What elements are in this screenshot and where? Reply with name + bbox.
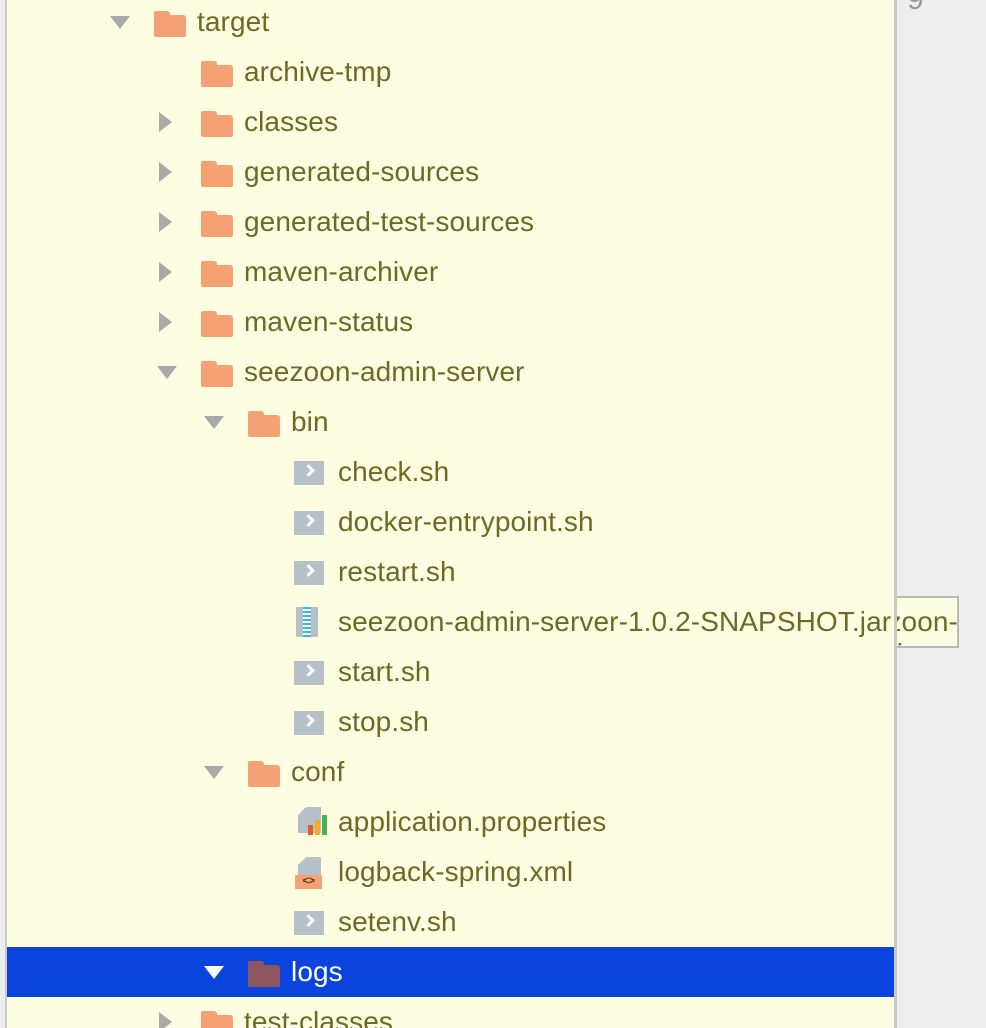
folder-icon — [200, 105, 234, 139]
tree-row-label: generated-sources — [244, 156, 480, 187]
jar-name-overflow-tooltip: seezoon-admin-server-1.0.2-SNAPSHOT.jar — [897, 596, 959, 648]
chevron-down-icon[interactable] — [107, 0, 133, 47]
shell-script-icon — [294, 707, 324, 737]
tree-row-label: restart.sh — [338, 556, 456, 587]
tree-row-label: generated-test-sources — [244, 206, 535, 237]
tree-row-label: start.sh — [338, 656, 431, 687]
tree-row[interactable]: test-classes — [7, 997, 894, 1028]
jar-name-overflow-text: seezoon-admin-server-1.0.2-SNAPSHOT.jar — [897, 606, 958, 646]
tree-row[interactable]: archive-tmp — [7, 47, 894, 97]
twisty-placeholder — [248, 597, 274, 647]
chevron-right-icon[interactable] — [154, 97, 180, 147]
tree-row[interactable]: seezoon-admin-server-1.0.2-SNAPSHOT.jar — [7, 597, 894, 647]
twisty-placeholder — [248, 497, 274, 547]
tree-row-label: stop.sh — [338, 706, 429, 737]
folder-icon — [200, 305, 234, 339]
chevron-right-icon[interactable] — [154, 247, 180, 297]
tree-row[interactable]: check.sh — [7, 447, 894, 497]
twisty-placeholder — [248, 847, 274, 897]
tree-row[interactable]: maven-archiver — [7, 247, 894, 297]
folder-icon — [200, 255, 234, 289]
tree-row-label: archive-tmp — [244, 56, 392, 87]
tree-row-label: bin — [291, 406, 329, 437]
twisty-placeholder — [248, 647, 274, 697]
chevron-down-icon[interactable] — [154, 347, 180, 397]
tree-row-label: classes — [244, 106, 339, 137]
tree-row[interactable]: maven-status — [7, 297, 894, 347]
chevron-down-icon[interactable] — [201, 747, 227, 797]
tree-row[interactable]: seezoon-admin-server — [7, 347, 894, 397]
tree-row[interactable]: bin — [7, 397, 894, 447]
tree-row-label: conf — [291, 756, 345, 787]
tree-row[interactable]: logs — [7, 947, 894, 997]
tree-row-label: docker-entrypoint.sh — [338, 506, 594, 537]
chevron-right-icon[interactable] — [154, 297, 180, 347]
shell-script-icon — [294, 457, 324, 487]
chevron-right-icon[interactable] — [154, 147, 180, 197]
tree-row-label: seezoon-admin-server — [244, 356, 525, 387]
project-file-tree[interactable]: target archive-tmp classes generated-source… — [7, 0, 894, 1028]
folder-icon — [200, 205, 234, 239]
folder-icon — [200, 55, 234, 89]
tree-row-label: setenv.sh — [338, 906, 457, 937]
chevron-down-icon[interactable] — [201, 397, 227, 447]
shell-script-icon — [294, 507, 324, 537]
folder-icon — [200, 155, 234, 189]
properties-file-icon — [294, 805, 328, 839]
tree-row-label: logback-spring.xml — [338, 856, 574, 887]
folder-icon — [247, 755, 281, 789]
tree-row-label: seezoon-admin-server-1.0.2-SNAPSHOT.jar — [338, 606, 892, 637]
folder-icon — [153, 5, 187, 39]
tree-row-label: test-classes — [244, 1006, 394, 1028]
tree-row-label: target — [197, 6, 270, 37]
tree-row-label: check.sh — [338, 456, 450, 487]
tree-row[interactable]: conf — [7, 747, 894, 797]
folder-icon — [200, 1005, 234, 1028]
tree-row[interactable]: application.properties — [7, 797, 894, 847]
chevron-right-icon[interactable] — [154, 997, 180, 1028]
tree-row[interactable]: target — [7, 0, 894, 47]
folder-icon — [200, 355, 234, 389]
tree-row[interactable]: stop.sh — [7, 697, 894, 747]
tree-row-label: logs — [291, 956, 343, 987]
shell-script-icon — [294, 907, 324, 937]
twisty-placeholder — [248, 897, 274, 947]
tree-row-label: application.properties — [338, 806, 607, 837]
tree-row[interactable]: classes — [7, 97, 894, 147]
tree-row[interactable]: docker-entrypoint.sh — [7, 497, 894, 547]
tree-row[interactable]: generated-test-sources — [7, 197, 894, 247]
tree-row[interactable]: setenv.sh — [7, 897, 894, 947]
twisty-placeholder — [154, 47, 180, 97]
chevron-right-icon[interactable] — [154, 197, 180, 247]
shell-script-icon — [294, 557, 324, 587]
right-empty-area: 9 — [897, 0, 986, 1028]
jar-archive-icon — [294, 605, 320, 639]
tree-panel-divider — [894, 0, 897, 1028]
left-gutter-divider — [5, 0, 7, 1028]
tree-row[interactable]: restart.sh — [7, 547, 894, 597]
tree-row-label: maven-status — [244, 306, 414, 337]
twisty-placeholder — [248, 797, 274, 847]
tree-row[interactable]: start.sh — [7, 647, 894, 697]
xml-file-icon: <> — [294, 855, 328, 889]
left-gutter — [0, 0, 5, 1028]
twisty-placeholder — [248, 697, 274, 747]
tree-row[interactable]: <> logback-spring.xml — [7, 847, 894, 897]
folder-icon — [247, 955, 281, 989]
tree-row[interactable]: generated-sources — [7, 147, 894, 197]
tree-row-label: maven-archiver — [244, 256, 439, 287]
twisty-placeholder — [248, 547, 274, 597]
twisty-placeholder — [248, 447, 274, 497]
clipped-line-number: 9 — [907, 0, 924, 17]
shell-script-icon — [294, 657, 324, 687]
folder-icon — [247, 405, 281, 439]
chevron-down-icon[interactable] — [201, 947, 227, 997]
